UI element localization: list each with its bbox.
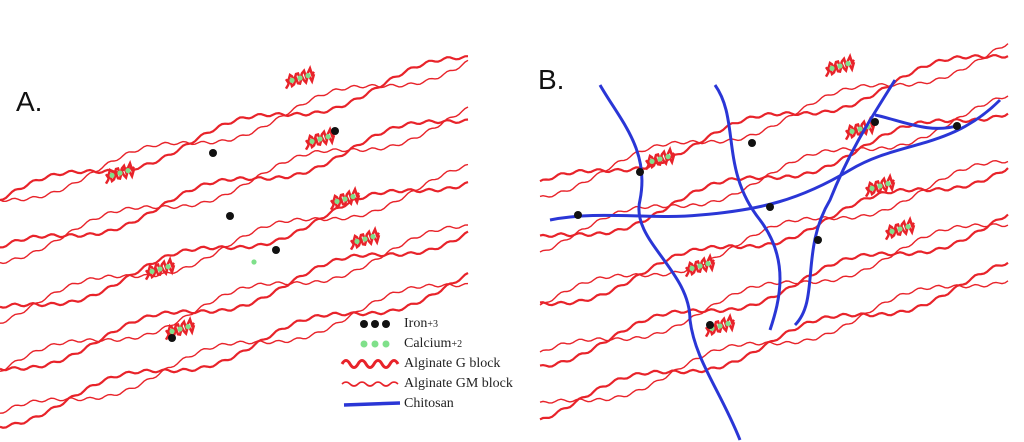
alginate-chain	[539, 112, 1009, 238]
panel-a-label: A.	[16, 86, 43, 117]
alginate-chain	[539, 54, 1009, 183]
chitosan-chain	[874, 113, 961, 130]
alginate-chain	[539, 43, 1009, 198]
calcium-ion	[897, 226, 903, 232]
legend-gm-block: Alginate GM block	[338, 374, 513, 394]
panel-b-label: B.	[538, 64, 565, 95]
alginate-chain	[0, 118, 469, 249]
iron-ion	[814, 236, 822, 244]
chitosan-chain	[598, 84, 742, 441]
calcium-ion	[289, 77, 295, 83]
chitosan-chain	[713, 84, 782, 331]
iron-ion	[748, 139, 756, 147]
calcium-ion	[905, 224, 911, 230]
iron-ion	[953, 122, 961, 130]
legend: Iron+3 Calcium+2 Alginate G block Algina…	[338, 314, 513, 414]
calcium-ion	[717, 323, 723, 329]
alginate-chain	[539, 95, 1009, 253]
calcium-ion	[117, 170, 123, 176]
calcium-dots-icon	[360, 340, 390, 348]
legend-calcium: Calcium+2	[338, 334, 513, 354]
iron-ion	[272, 246, 280, 254]
calcium-ion	[350, 194, 356, 200]
g-block-wave-icon	[340, 359, 400, 369]
alginate-chain	[0, 230, 469, 372]
calcium-ion	[325, 134, 331, 140]
calcium-ion	[354, 238, 360, 244]
iron-ion	[871, 118, 879, 126]
alginate-chain	[0, 181, 469, 309]
legend-iron-label: Iron	[404, 316, 428, 331]
iron-ion	[168, 334, 176, 342]
calcium-ion	[125, 168, 131, 174]
calcium-ion	[885, 181, 891, 187]
iron-dots-icon	[360, 320, 390, 328]
calcium-ion	[149, 268, 155, 274]
calcium-ion	[334, 198, 340, 204]
chitosan-line-icon	[343, 401, 401, 407]
calcium-ion	[837, 63, 843, 69]
chitosan-chain	[549, 98, 1002, 222]
legend-g-block-label: Alginate G block	[404, 356, 501, 371]
iron-ion	[766, 203, 774, 211]
chitosan-chain	[793, 79, 897, 327]
calcium-ion	[657, 156, 663, 162]
alginate-chain	[0, 59, 469, 202]
calcium-ion	[725, 321, 731, 327]
alginate-chain	[0, 106, 469, 265]
calcium-ion	[362, 236, 368, 242]
gm-block-wave-icon	[341, 381, 399, 387]
calcium-ion	[342, 196, 348, 202]
legend-chitosan: Chitosan	[338, 394, 513, 414]
calcium-ion	[689, 265, 695, 271]
alginate-chain	[0, 272, 469, 429]
calcium-ion	[309, 138, 315, 144]
alginate-chain	[539, 261, 1009, 421]
alginate-chain	[0, 55, 469, 202]
calcium-ion	[849, 128, 855, 134]
calcium-ion	[370, 234, 376, 240]
alginate-chain	[539, 167, 1009, 307]
alginate-chain	[0, 224, 469, 372]
alginate-chain	[0, 163, 469, 324]
iron-ion	[706, 321, 714, 329]
calcium-ion	[157, 266, 163, 272]
calcium-ion	[705, 261, 711, 267]
calcium-ion	[169, 328, 175, 334]
calcium-ion	[185, 324, 191, 330]
alginate-chain	[0, 282, 469, 414]
calcium-charge: +2	[451, 338, 463, 350]
calcium-ion	[649, 158, 655, 164]
calcium-ion	[297, 75, 303, 81]
legend-calcium-label: Calcium	[404, 336, 452, 351]
iron-ion	[226, 212, 234, 220]
calcium-ion	[665, 154, 671, 160]
calcium-ion	[305, 73, 311, 79]
calcium-ion	[889, 228, 895, 234]
legend-chitosan-label: Chitosan	[404, 396, 454, 411]
iron-ion	[574, 211, 582, 219]
legend-g-block: Alginate G block	[338, 354, 513, 374]
legend-iron: Iron+3	[338, 314, 513, 334]
calcium-ion	[109, 172, 115, 178]
calcium-ion	[317, 136, 323, 142]
calcium-ion	[177, 326, 183, 332]
calcium-ion	[829, 65, 835, 71]
calcium-ion	[251, 259, 257, 265]
alginate-chain	[539, 159, 1009, 306]
legend-gm-block-label: Alginate GM block	[404, 376, 513, 391]
calcium-ion	[697, 263, 703, 269]
calcium-ion	[165, 264, 171, 270]
alginate-chain	[539, 280, 1009, 404]
calcium-ion	[857, 126, 863, 132]
calcium-ion	[869, 185, 875, 191]
alginate-chain	[539, 223, 1009, 353]
calcium-ion	[845, 61, 851, 67]
alginate-chain	[539, 213, 1009, 368]
iron-charge: +3	[427, 318, 438, 330]
iron-ion	[331, 127, 339, 135]
iron-ion	[636, 168, 644, 176]
calcium-ion	[877, 183, 883, 189]
iron-ion	[209, 149, 217, 157]
